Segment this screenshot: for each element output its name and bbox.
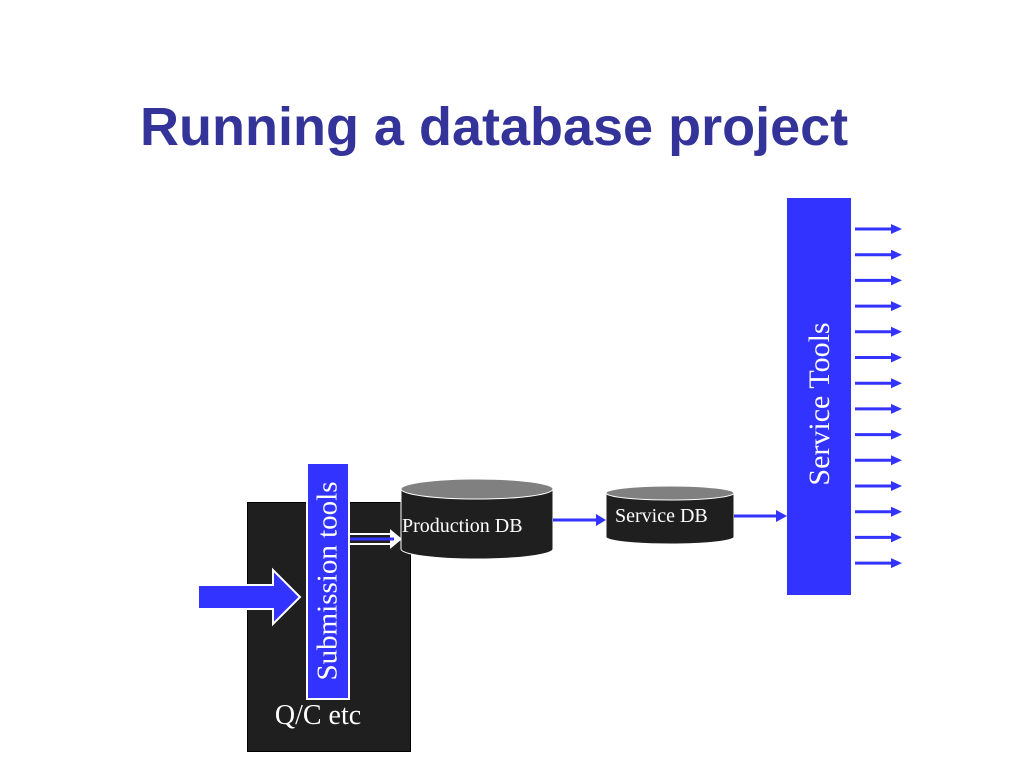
output-arrow	[855, 429, 902, 440]
qc-label: Q/C etc	[274, 700, 362, 731]
output-arrow	[855, 558, 902, 569]
input-arrow	[197, 567, 302, 627]
output-arrow	[855, 378, 902, 389]
output-arrow	[855, 455, 902, 466]
output-arrow	[855, 481, 902, 491]
output-arrow	[855, 326, 902, 337]
service-tools-output-arrows	[855, 224, 902, 569]
service-db-cylinder	[605, 485, 735, 545]
production-db-label: Production DB	[402, 515, 523, 537]
output-arrow	[855, 506, 902, 517]
output-arrow	[855, 275, 902, 286]
submission-tools-bar	[306, 462, 350, 700]
output-arrow	[855, 301, 902, 312]
output-arrow	[855, 403, 902, 414]
production-db-cylinder	[400, 478, 554, 560]
service-db-to-tools-arrow	[734, 510, 787, 522]
submission-to-production-arrow	[350, 529, 402, 549]
output-arrow	[855, 224, 902, 234]
service-tools-bar	[787, 198, 851, 595]
production-to-service-arrow	[553, 514, 606, 526]
service-db-label: Service DB	[615, 505, 708, 527]
output-arrow	[855, 249, 902, 260]
output-arrow	[855, 352, 902, 363]
slide-title: Running a database project	[140, 97, 849, 157]
output-arrow	[855, 532, 902, 543]
